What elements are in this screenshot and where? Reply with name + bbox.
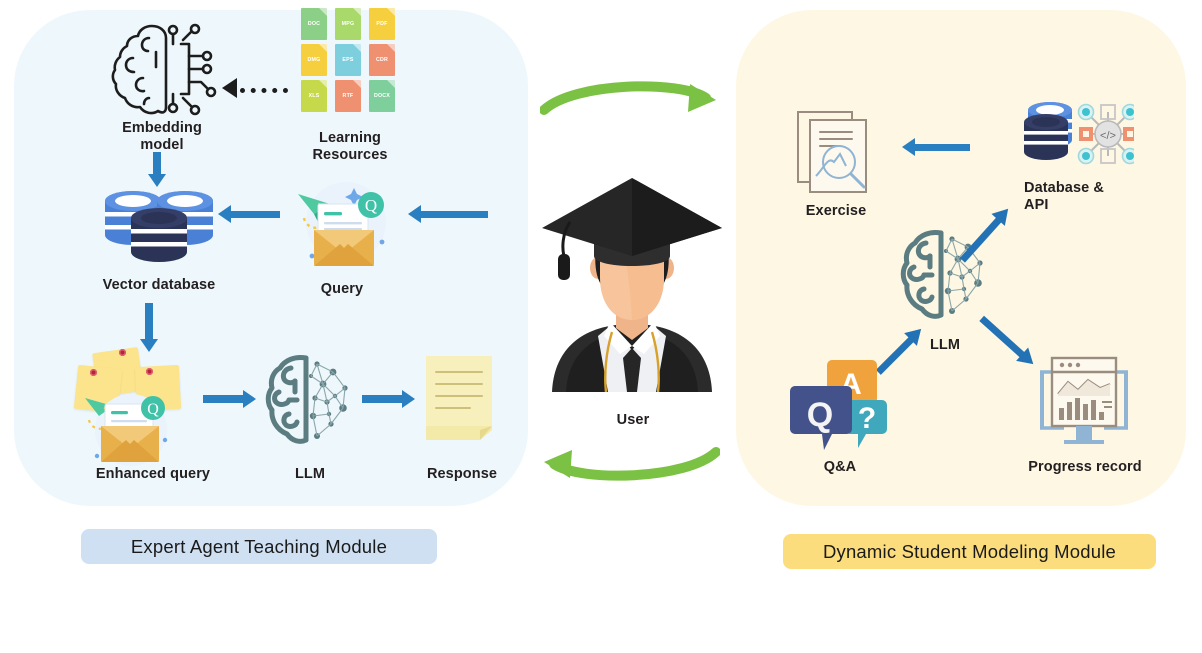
edge-query-to-db-arrowhead	[218, 205, 231, 223]
progress-record-icon	[1040, 356, 1128, 444]
response-icon	[426, 356, 492, 440]
file-icon-xls: XLS	[301, 80, 327, 112]
edge-resources-to-embedding-dots	[240, 88, 288, 93]
user-avatar	[542, 178, 722, 392]
file-type-label: EPS	[342, 57, 354, 63]
edge-api-to-exercise-arrowhead	[902, 138, 915, 156]
edge-user-to-query-shaft	[420, 211, 488, 218]
file-icon-rtf: RTF	[335, 80, 361, 112]
database-api-icon: </>	[1024, 102, 1134, 165]
embedding-model-label-line2: model	[140, 137, 184, 153]
learning-resources-files: DOC MPG PDF DMG EPS CDR XLS RTF DOCX	[301, 8, 399, 114]
edge-db-to-enhanced-shaft	[145, 303, 153, 341]
api-glyph: </>	[1100, 130, 1116, 142]
query-label: Query	[320, 281, 364, 297]
exercise-label: Exercise	[805, 203, 867, 219]
pin-icon	[146, 368, 153, 375]
file-fold-corner	[319, 80, 327, 88]
learning-resources-label-line1: Learning	[318, 130, 382, 146]
file-type-label: DMG	[307, 57, 321, 63]
exercise-icon	[797, 111, 867, 193]
file-icon-eps: EPS	[335, 44, 361, 76]
file-fold-corner	[387, 80, 395, 88]
edge-db-to-enhanced-arrowhead	[140, 339, 158, 352]
file-fold-corner	[353, 44, 361, 52]
edge-llm-to-response-shaft	[362, 395, 404, 403]
edge-embedding-to-db-shaft	[153, 152, 161, 176]
edge-embedding-to-db-arrowhead	[148, 174, 166, 187]
learning-resources-label-line2: Resources	[312, 147, 388, 163]
database-api-label-line2: API	[1024, 197, 1049, 213]
enhanced-query-label: Enhanced query	[95, 466, 211, 482]
cycle-arrow-top	[540, 81, 716, 115]
file-type-label: DOCX	[373, 93, 391, 99]
pin-icon	[90, 369, 97, 376]
llm-label-left: LLM	[294, 466, 326, 482]
edge-resources-to-embedding-arrowhead	[222, 78, 237, 98]
embedding-model-label-line1: Embedding	[122, 120, 202, 136]
file-icon-pdf: PDF	[369, 8, 395, 40]
file-icon-dmg: DMG	[301, 44, 327, 76]
file-type-label: DOC	[307, 21, 321, 27]
llm-brain-icon-left	[265, 355, 348, 444]
file-icon-mpg: MPG	[335, 8, 361, 40]
expert-agent-module-chip[interactable]: Expert Agent Teaching Module	[81, 529, 437, 564]
edge-user-to-query-arrowhead	[408, 205, 421, 223]
qa-label: Q&A	[823, 459, 857, 475]
edge-api-to-exercise-shaft	[914, 144, 970, 151]
file-fold-corner	[387, 44, 395, 52]
vector-database-label: Vector database	[102, 277, 216, 293]
enhanced-query-badge-letter: Q	[147, 401, 159, 418]
vector-database-icon	[105, 191, 213, 262]
edge-enhanced-to-llm-shaft	[203, 395, 245, 403]
edge-query-to-db-shaft	[230, 211, 280, 218]
file-type-label: CDR	[375, 57, 389, 63]
cycle-arrow-bottom	[544, 447, 720, 481]
file-type-label: PDF	[376, 21, 388, 27]
file-icon-docx: DOCX	[369, 80, 395, 112]
file-fold-corner	[387, 8, 395, 16]
llm-brain-icon-right	[900, 230, 983, 319]
progress-record-label: Progress record	[1028, 459, 1142, 475]
dynamic-student-modeling-chip[interactable]: Dynamic Student Modeling Module	[783, 534, 1156, 569]
pin-icon	[119, 349, 126, 356]
file-fold-corner	[319, 8, 327, 16]
file-icon-doc: DOC	[301, 8, 327, 40]
qa-icon: A ? Q	[790, 360, 887, 450]
file-icon-cdr: CDR	[369, 44, 395, 76]
file-type-label: MPG	[341, 21, 355, 27]
query-icon: Q	[298, 182, 386, 266]
embedding-model-icon	[111, 23, 217, 116]
file-fold-corner	[353, 8, 361, 16]
llm-label-right: LLM	[929, 337, 961, 353]
edge-enhanced-to-llm-arrowhead	[243, 390, 256, 408]
qa-bubble-q1: Q	[807, 396, 833, 434]
file-fold-corner	[353, 80, 361, 88]
qa-bubble-q2: ?	[858, 402, 876, 435]
user-label: User	[616, 412, 650, 428]
file-type-label: RTF	[342, 93, 354, 99]
query-badge-letter: Q	[365, 196, 377, 215]
database-api-label-line1: Database &	[1024, 180, 1104, 196]
file-fold-corner	[319, 44, 327, 52]
response-label: Response	[426, 466, 498, 482]
edge-llm-to-response-arrowhead	[402, 390, 415, 408]
file-type-label: XLS	[308, 93, 320, 99]
